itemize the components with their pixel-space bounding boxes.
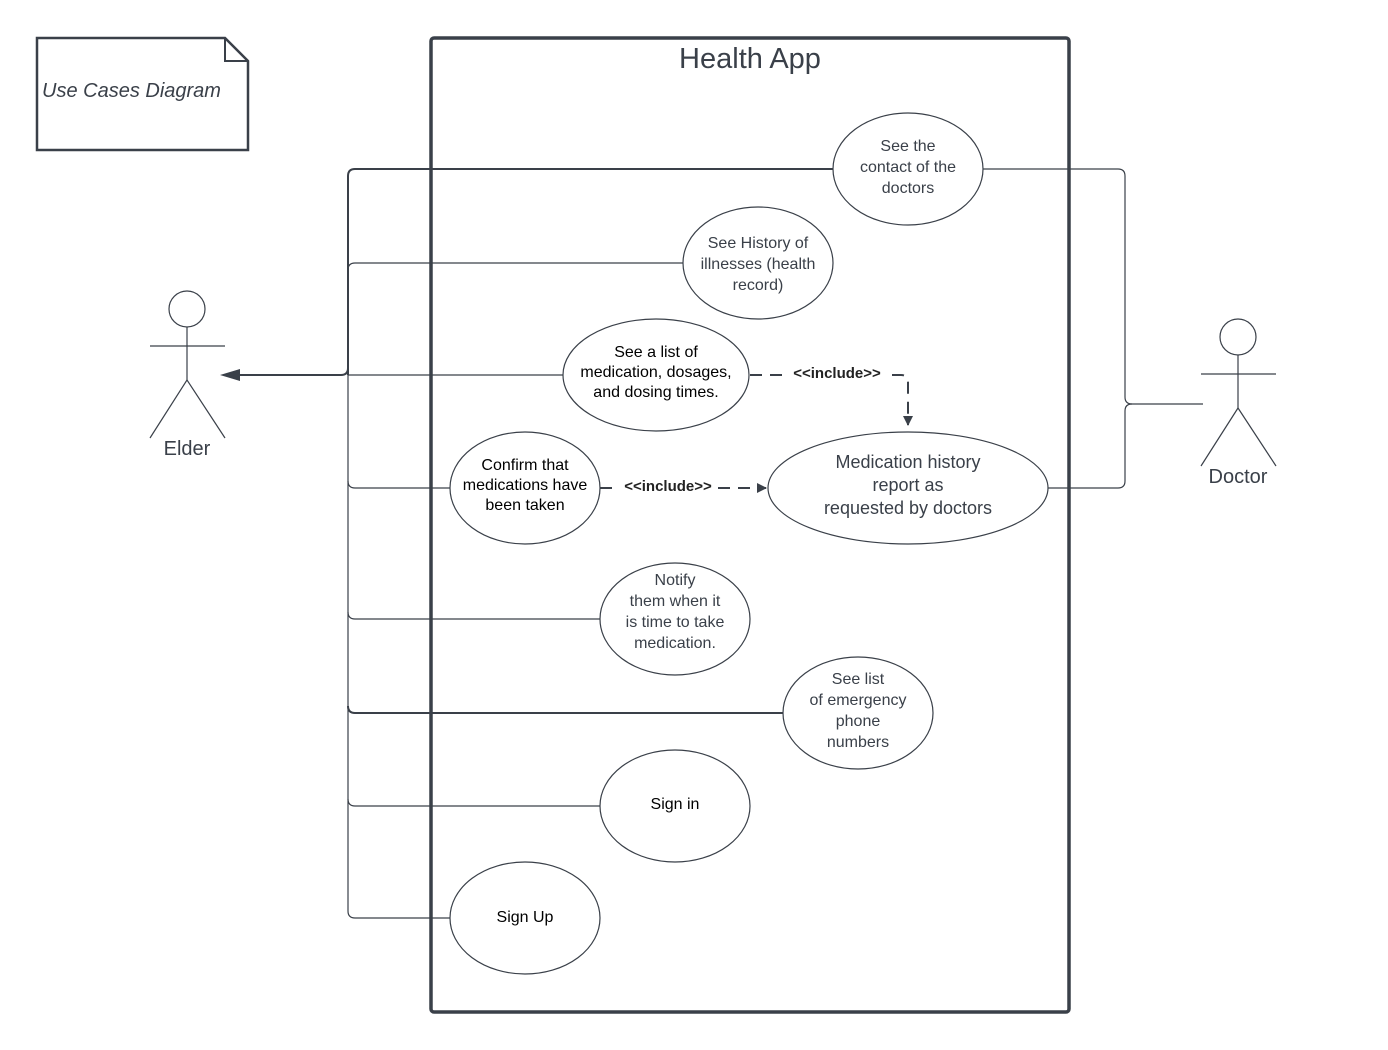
use-case-notify[interactable]: Notify them when it is time to take medi… [599,562,751,676]
connector-contact-doctors [347,168,833,375]
use-case-label-line: phone [836,713,881,730]
actor-doctor[interactable]: Doctor [1200,318,1277,488]
use-case-emergency-numbers[interactable]: See list of emergency phone numbers [782,656,934,770]
use-case-label-line: See History of [708,235,809,252]
use-case-label-line: Sign in [651,796,700,813]
use-case-label-line: See list [832,671,885,688]
use-case-contact-doctors[interactable]: See the contact of the doctors [832,112,984,226]
use-case-label-line: illnesses (health [701,256,816,273]
use-case-label-line: is time to take [626,614,725,631]
use-case-label-line: medication, dosages, [580,364,731,381]
doctor-connectors [983,168,1203,489]
use-case-sign-up[interactable]: Sign Up [449,861,601,975]
use-case-label-line: medications have [463,477,588,494]
use-case-label-line: requested by doctors [824,498,992,518]
include-label-1: <<include>> [793,365,881,382]
elder-figure-icon [149,290,226,439]
use-case-label-line: contact of the [860,159,956,176]
use-case-label-line: Confirm that [481,457,569,474]
connector-notify [347,611,601,620]
connector-history-illnesses [347,262,683,271]
system-title: Health App [679,43,821,75]
actor-elder[interactable]: Elder [149,290,226,460]
connector-elder-trunk [226,367,349,376]
diagram-note: Use Cases Diagram [35,36,250,152]
connector-confirm-medications [347,480,450,489]
use-case-medication-list[interactable]: See a list of medication, dosages, and d… [562,318,750,432]
use-case-label-line: record) [733,277,784,294]
elder-connectors [220,168,833,919]
use-case-label-line: Medication history [835,452,980,472]
connector-sign-in [347,798,601,807]
use-case-label-line: Sign Up [497,909,554,926]
use-case-label-line: report as [872,475,943,495]
use-case-label-line: medication. [634,635,716,652]
use-case-label-line: of emergency [810,692,907,709]
connector-trunk-lower [347,375,450,919]
use-case-sign-in[interactable]: Sign in [599,749,751,863]
use-case-label-line: See a list of [614,344,698,361]
doctor-figure-icon [1200,318,1277,467]
connector-doctor-contact [983,168,1203,405]
use-case-history-illnesses[interactable]: See History of illnesses (health record) [682,206,834,320]
use-case-label-line: and dosing times. [593,384,718,401]
connector-emergency-numbers [347,705,784,714]
include-label-2: <<include>> [624,478,712,495]
use-case-confirm-medications[interactable]: Confirm that medications have been taken [449,431,601,545]
include-dash-1b [892,374,913,426]
use-case-label-line: doctors [882,180,934,197]
use-case-label-line: See the [880,138,935,155]
include-relations: <<include>> <<include>> [600,365,913,495]
connector-doctor-report [1048,403,1133,489]
note-label: Use Cases Diagram [42,80,221,102]
actor-label: Doctor [1209,466,1268,488]
elder-arrowhead [220,369,240,381]
system-boundary: Health App [429,36,1071,1014]
actor-label: Elder [164,438,211,460]
use-case-label-line: been taken [485,497,564,514]
use-case-medication-report[interactable]: Medication history report as requested b… [767,431,1049,545]
use-case-label-line: them when it [630,593,721,610]
use-case-label-line: Notify [655,572,696,589]
use-case-label-line: numbers [827,734,889,751]
